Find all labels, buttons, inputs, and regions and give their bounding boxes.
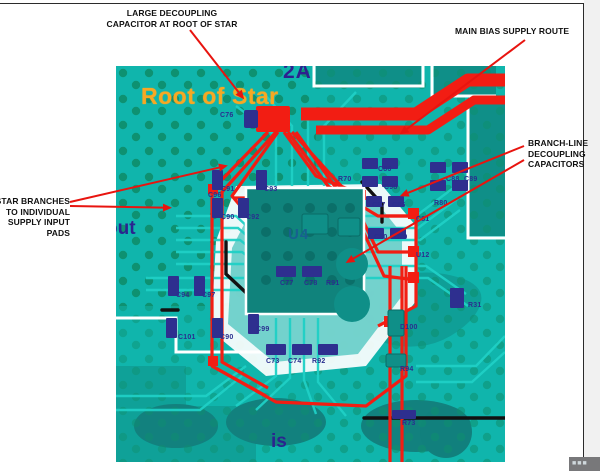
- refdes-r91-26: R91: [326, 280, 340, 287]
- refdes-r80-20: R80: [434, 200, 448, 207]
- refdes-c77-24: C77: [280, 280, 294, 287]
- refdes-c87-15: C87: [372, 202, 386, 209]
- refdes-c97-5: C97: [202, 292, 216, 299]
- refdes-r73-12: R73: [402, 420, 416, 427]
- callout-main-bias-supply-route: MAIN BIAS SUPPLY ROUTE: [455, 26, 570, 36]
- refdes-c86-13: C86: [378, 166, 392, 173]
- refdes-c89-22: C89: [464, 176, 478, 183]
- refdes-c101-6: C101: [178, 334, 196, 341]
- callout-large-decoupling-capacitor: LARGE DECOUPLING CAPACITOR AT ROOT OF ST…: [106, 8, 238, 29]
- callout-star-branches: STAR BRANCHES TO INDIVIDUAL SUPPLY INPUT…: [0, 196, 70, 238]
- refdes-c74-28: C74: [288, 358, 302, 365]
- refdes-c94-4: C94: [176, 292, 190, 299]
- refdes-c92-2: C92: [246, 214, 260, 221]
- refdes-c90-1: C90: [221, 214, 235, 221]
- refdes-c85-16: C85: [392, 202, 406, 209]
- refdes-c93-3: C93: [264, 186, 278, 193]
- refdes-c88-21: C88: [446, 176, 460, 183]
- refdes-c96-9: C96: [208, 192, 222, 199]
- refdes-c99-8: C99: [256, 326, 270, 333]
- refdes-c79-18: C79: [394, 234, 408, 241]
- viewer-corner-chrome[interactable]: ■■■: [569, 457, 600, 471]
- page-right-margin: [584, 0, 600, 471]
- refdes-r94-11: R94: [400, 366, 414, 373]
- refdes-d100-10: D100: [400, 324, 418, 331]
- arrow-star-branches-lower: [69, 203, 173, 212]
- pcb-artwork-svg: [116, 66, 505, 462]
- refdes-c80-17: C80: [374, 234, 388, 241]
- refdes-c76-31: C76: [220, 112, 234, 119]
- refdes-r31-30: R31: [468, 302, 482, 309]
- refdes-c91-0: C91: [221, 186, 235, 193]
- corner-chrome-glyph: ■■■: [572, 460, 588, 467]
- refdes-c78-25: C78: [304, 280, 318, 287]
- pcb-layout-image: Root of Star 2A out U4 is C91C90C92C93C9…: [116, 66, 505, 462]
- refdes-u12-23: U12: [416, 252, 430, 259]
- page-right-rule: [583, 3, 584, 471]
- refdes-c90-7: C90: [220, 334, 234, 341]
- refdes-r70-32: R70: [338, 176, 352, 183]
- refdes-c98-14: C98: [384, 184, 398, 191]
- page-top-rule: [0, 3, 584, 4]
- refdes-r92-29: R92: [312, 358, 326, 365]
- refdes-c73-27: C73: [266, 358, 280, 365]
- callout-branch-line-capacitors: BRANCH-LINE DECOUPLING CAPACITORS: [528, 138, 589, 169]
